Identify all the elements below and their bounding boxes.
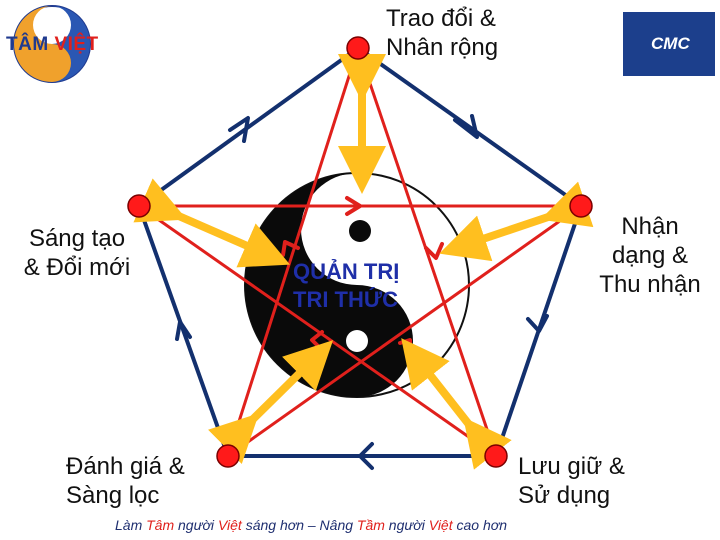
footer-slogan: Làm Tâm người Việt sáng hơn – Nâng Tầm n…: [115, 517, 507, 533]
logo-text-tam: TÂM: [6, 34, 49, 55]
cmc-logo-text: CMC: [651, 34, 690, 53]
label-create-innovate: Sáng tạo & Đổi mới: [23, 225, 131, 281]
center-title: QUẢN TRỊ TRI THỨC: [293, 259, 400, 312]
tam-viet-logo: TÂM VIỆT: [2, 2, 112, 88]
label-identify-acquire: Nhận dạng & Thu nhận: [599, 213, 701, 298]
pentagon-direction-arrows: [175, 114, 549, 470]
cmc-logo: CMC: [623, 12, 715, 76]
label-exchange-replicate: Trao đổi & Nhân rộng: [386, 5, 499, 61]
exchange-arrows: [133, 54, 594, 470]
label-evaluate-filter: Đánh giá & Sàng lọc: [66, 453, 185, 509]
label-store-use: Lưu giữ & Sử dụng: [518, 453, 625, 509]
node-dots: [127, 36, 593, 468]
logo-text-viet: VIỆT: [54, 34, 99, 55]
